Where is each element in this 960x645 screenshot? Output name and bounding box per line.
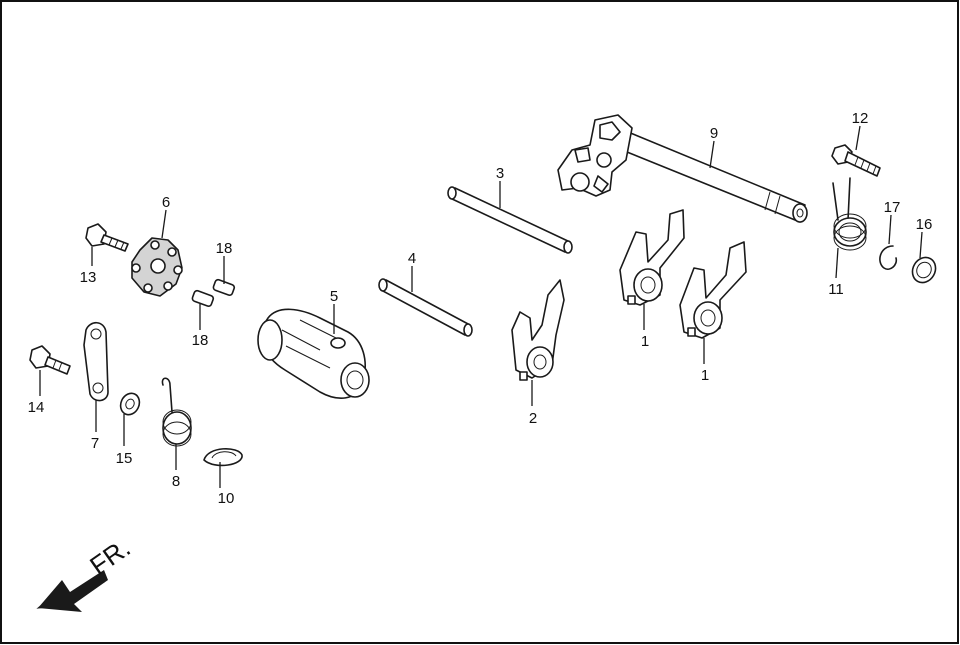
part-6-drum-cam bbox=[131, 237, 183, 297]
part-11-spring bbox=[832, 177, 867, 251]
part-2-shift-fork bbox=[511, 279, 565, 381]
leader-lines bbox=[39, 125, 923, 488]
callout-18-b: 18 bbox=[192, 332, 209, 349]
callout-10: 10 bbox=[218, 490, 235, 507]
part-1-shift-fork-b bbox=[679, 241, 747, 339]
callout-14: 14 bbox=[28, 399, 45, 416]
callout-18-a: 18 bbox=[216, 240, 233, 257]
callout-17: 17 bbox=[884, 199, 901, 216]
part-3-shift-fork-shaft bbox=[447, 186, 573, 254]
part-10-collar bbox=[203, 448, 243, 467]
part-18-pin-b bbox=[191, 289, 215, 308]
part-13-bolt bbox=[85, 223, 129, 252]
part-14-bolt bbox=[29, 345, 71, 375]
part-18-pin-a bbox=[212, 278, 236, 297]
callout-9: 9 bbox=[710, 125, 718, 142]
callout-7: 7 bbox=[91, 435, 99, 452]
callout-1-a: 1 bbox=[641, 333, 649, 350]
callout-6: 6 bbox=[162, 194, 170, 211]
callout-5: 5 bbox=[330, 288, 338, 305]
callout-1-b: 1 bbox=[701, 367, 709, 384]
part-12-bolt bbox=[831, 144, 881, 177]
front-direction-arrow-icon bbox=[36, 570, 108, 612]
callout-16: 16 bbox=[916, 216, 933, 233]
callout-2: 2 bbox=[529, 410, 537, 427]
part-8-spring bbox=[161, 377, 192, 447]
callout-4: 4 bbox=[408, 250, 416, 267]
callout-3: 3 bbox=[496, 165, 504, 182]
part-7-stopper-arm bbox=[83, 321, 109, 402]
part-4-shift-fork-shaft bbox=[378, 278, 473, 337]
part-17-clip bbox=[879, 245, 898, 270]
part-16-washer bbox=[911, 256, 937, 284]
callout-11: 11 bbox=[828, 281, 844, 298]
part-15-washer bbox=[119, 392, 141, 416]
callout-15: 15 bbox=[116, 450, 133, 467]
part-5-shift-drum bbox=[257, 308, 370, 399]
front-direction-label: FR. bbox=[84, 532, 136, 581]
part-1-shift-fork-a bbox=[619, 209, 685, 306]
callout-12: 12 bbox=[852, 110, 869, 127]
callout-13: 13 bbox=[80, 269, 97, 286]
part-9-gearshift-spindle bbox=[557, 114, 808, 223]
callout-8: 8 bbox=[172, 473, 180, 490]
